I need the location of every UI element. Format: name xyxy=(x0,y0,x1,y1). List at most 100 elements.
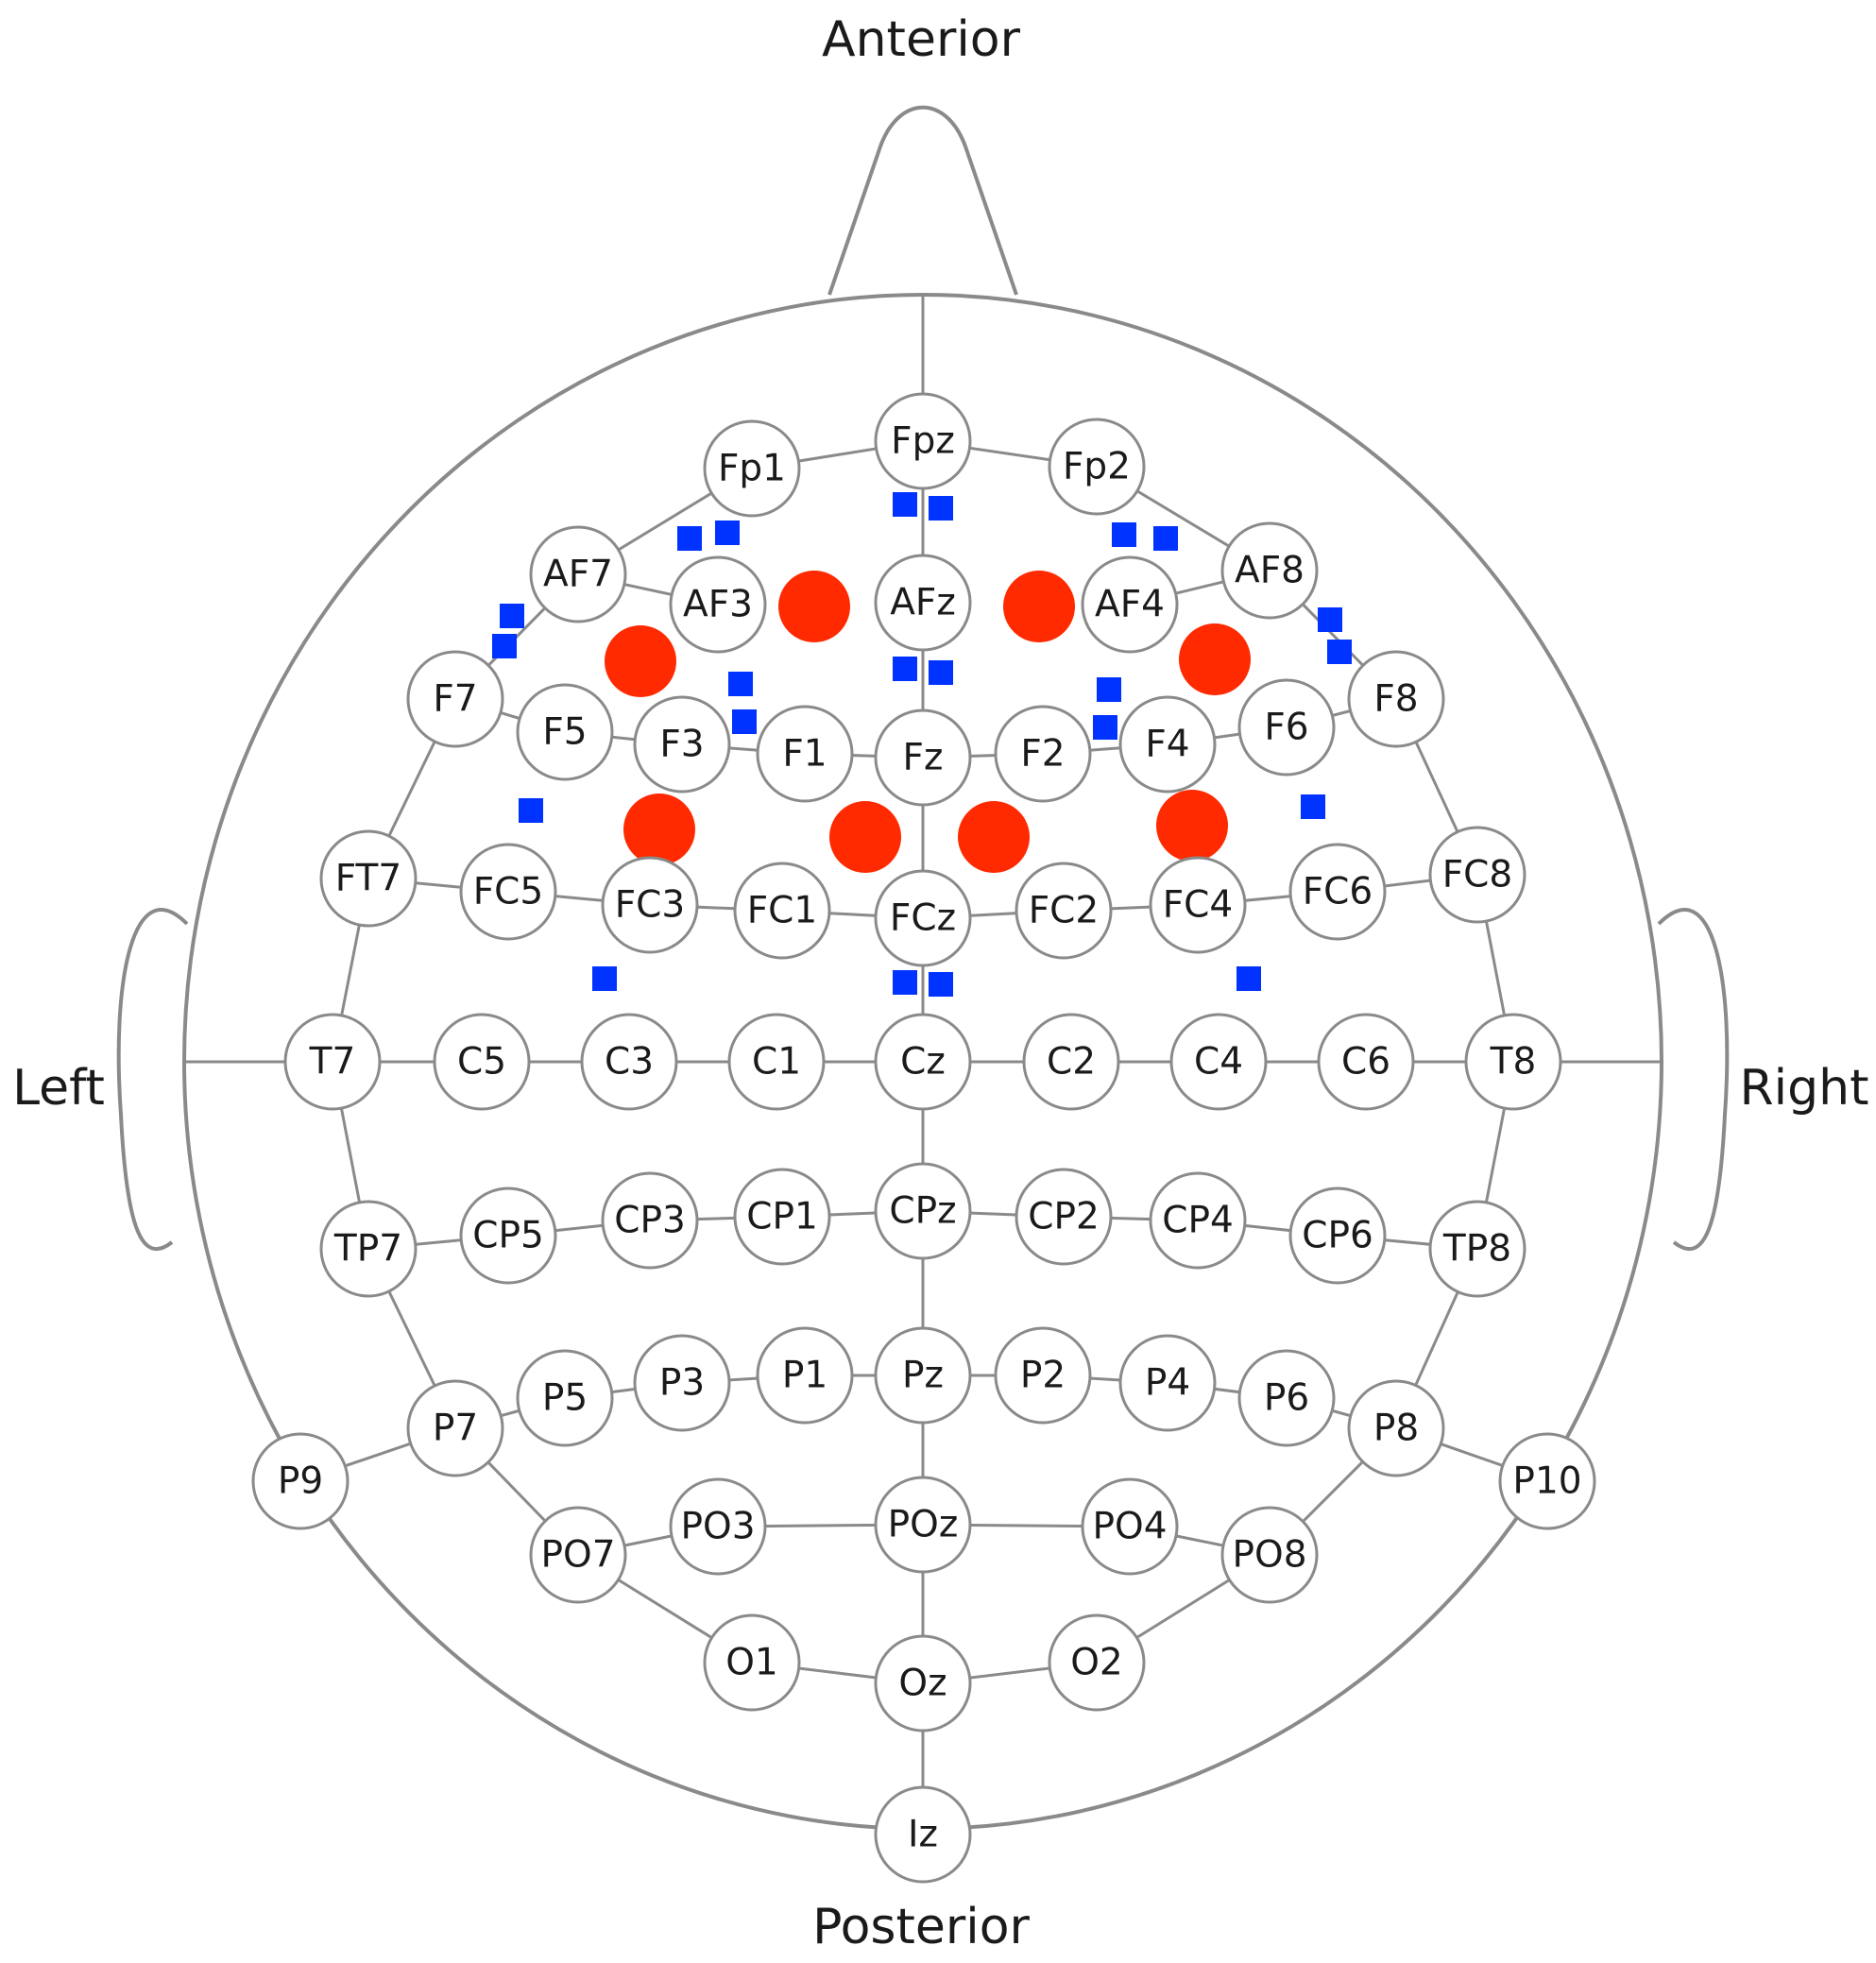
electrode-tp8: TP8 xyxy=(1428,1200,1526,1298)
electrode-p10: P10 xyxy=(1498,1432,1596,1530)
electrode-fc5: FC5 xyxy=(459,843,557,941)
red-circle-marker xyxy=(778,571,850,642)
electrode-af4: AF4 xyxy=(1081,555,1179,654)
electrode-label: PO8 xyxy=(1232,1534,1306,1577)
blue-square-marker xyxy=(500,604,524,628)
electrode-circle xyxy=(601,856,699,954)
electrode-p7: P7 xyxy=(406,1379,504,1477)
electrode-label: Fpz xyxy=(891,420,955,463)
electrode-af8: AF8 xyxy=(1220,521,1319,620)
electrode-circle xyxy=(1118,695,1217,794)
electrode-circle xyxy=(874,869,972,967)
electrode-label: F1 xyxy=(782,733,827,776)
electrode-label: FC6 xyxy=(1303,871,1373,913)
electrode-label: P7 xyxy=(433,1408,478,1450)
anterior-label: Anterior xyxy=(822,11,1021,68)
electrode-circle xyxy=(516,683,614,781)
blue-square-marker xyxy=(492,634,517,658)
electrode-circle xyxy=(733,1168,831,1266)
blue-square-marker xyxy=(1301,794,1325,819)
electrode-t8: T8 xyxy=(1464,1013,1562,1111)
electrode-po3: PO3 xyxy=(669,1477,767,1576)
electrode-label: F7 xyxy=(433,678,477,721)
electrode-fcz: FCz xyxy=(874,869,972,967)
electrode-circle xyxy=(874,708,972,807)
red-circle-marker xyxy=(1003,571,1075,642)
blue-square-marker xyxy=(1112,522,1136,547)
electrode-f7: F7 xyxy=(406,650,504,748)
electrode-pz: Pz xyxy=(874,1326,972,1425)
electrode-circle xyxy=(283,1013,382,1111)
electrode-label: F3 xyxy=(659,724,704,766)
electrode-tp7: TP7 xyxy=(319,1200,418,1298)
red-circle-marker xyxy=(958,801,1030,873)
electrode-c6: C6 xyxy=(1317,1013,1415,1111)
electrode-c4: C4 xyxy=(1169,1013,1268,1111)
electrode-cpz: CPz xyxy=(874,1162,972,1260)
electrode-label: AF4 xyxy=(1095,584,1165,626)
electrode-fc3: FC3 xyxy=(601,856,699,954)
electrode-circle xyxy=(874,554,972,652)
electrode-circle xyxy=(1149,856,1247,954)
electrode-label: FC3 xyxy=(615,884,685,927)
electrode-label: CP6 xyxy=(1302,1215,1373,1257)
blue-square-marker xyxy=(1327,640,1352,664)
electrode-t7: T7 xyxy=(283,1013,382,1111)
electrode-label: P1 xyxy=(782,1355,827,1397)
electrode-label: TP7 xyxy=(333,1228,402,1271)
electrode-cp1: CP1 xyxy=(733,1168,831,1266)
electrode-label: Fp2 xyxy=(1063,446,1131,488)
electrode-cp6: CP6 xyxy=(1288,1186,1387,1285)
electrode-label: Fz xyxy=(903,737,944,779)
electrode-circle xyxy=(1169,1013,1268,1111)
right-label: Right xyxy=(1740,1060,1869,1117)
electrode-fpz: Fpz xyxy=(874,392,972,490)
electrode-f2: F2 xyxy=(994,705,1092,803)
electrode-label: Iz xyxy=(908,1814,938,1856)
blue-square-marker xyxy=(893,492,917,517)
electrode-o1: O1 xyxy=(703,1613,801,1712)
electrode-circle xyxy=(406,1379,504,1477)
electrode-circle xyxy=(1022,1013,1120,1111)
electrode-label: F5 xyxy=(542,711,587,754)
blue-square-marker xyxy=(893,970,917,995)
electrode-circle xyxy=(1428,826,1526,924)
electrode-po4: PO4 xyxy=(1081,1477,1179,1576)
right-ear-outline xyxy=(1657,908,1730,1252)
electrode-label: F8 xyxy=(1373,678,1418,721)
blue-square-marker xyxy=(1153,526,1178,551)
electrode-f8: F8 xyxy=(1347,650,1445,748)
electrode-f1: F1 xyxy=(756,705,854,803)
electrode-label: AF8 xyxy=(1235,550,1305,592)
electrode-label: CP2 xyxy=(1028,1196,1100,1238)
electrode-label: FC2 xyxy=(1029,890,1099,932)
electrode-p4: P4 xyxy=(1118,1334,1217,1432)
electrode-label: P9 xyxy=(278,1460,323,1503)
markers xyxy=(492,492,1352,997)
electrode-circle xyxy=(874,1162,972,1260)
electrode-label: AF7 xyxy=(543,554,613,596)
electrode-circle xyxy=(1347,650,1445,748)
electrode-circle xyxy=(633,695,731,794)
electrode-circle xyxy=(874,1634,972,1733)
electrode-o2: O2 xyxy=(1048,1613,1146,1712)
electrode-circle xyxy=(1498,1432,1596,1530)
electrode-f3: F3 xyxy=(633,695,731,794)
electrode-p9: P9 xyxy=(251,1432,350,1530)
electrode-circle xyxy=(601,1171,699,1270)
electrode-circle xyxy=(994,705,1092,803)
electrode-circle xyxy=(1220,521,1319,620)
blue-square-marker xyxy=(592,966,617,991)
electrode-circle xyxy=(1081,555,1179,654)
red-circle-marker xyxy=(1156,790,1228,862)
electrode-label: POz xyxy=(888,1504,959,1546)
electrode-afz: AFz xyxy=(874,554,972,652)
electrode-label: P5 xyxy=(542,1377,588,1420)
electrode-label: Fp1 xyxy=(718,448,786,490)
electrode-circle xyxy=(669,1477,767,1576)
blue-square-marker xyxy=(1093,715,1117,740)
electrode-label: CPz xyxy=(889,1190,956,1233)
electrode-p2: P2 xyxy=(994,1326,1092,1425)
electrode-label: F4 xyxy=(1145,724,1189,766)
electrode-label: C6 xyxy=(1341,1041,1390,1084)
